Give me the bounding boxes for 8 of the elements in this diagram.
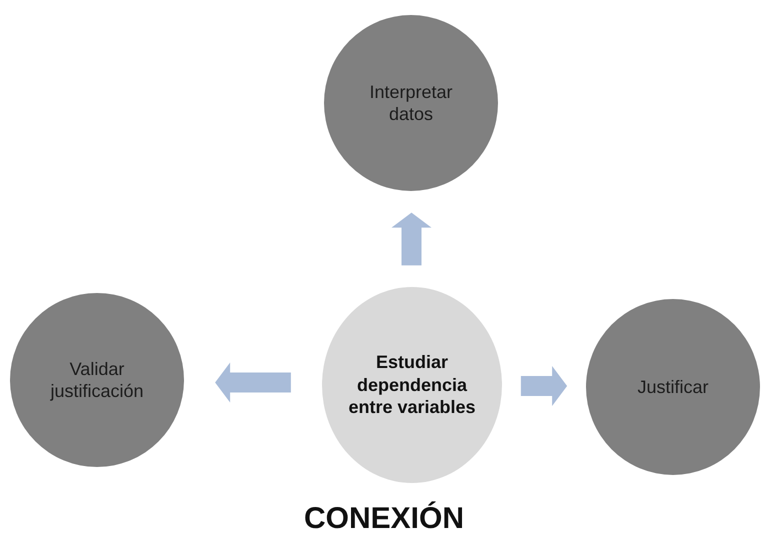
- diagram-title: CONEXIÓN: [304, 502, 464, 536]
- block-arrow: [520, 366, 568, 406]
- block-arrow: [392, 212, 432, 266]
- node-label: Interpretar datos: [368, 80, 454, 126]
- node-label: Justificar: [637, 376, 708, 398]
- node-label: Validar justificación: [49, 358, 145, 402]
- block-arrow: [215, 362, 291, 402]
- node-label: Estudiar dependencia entre variables: [347, 351, 477, 419]
